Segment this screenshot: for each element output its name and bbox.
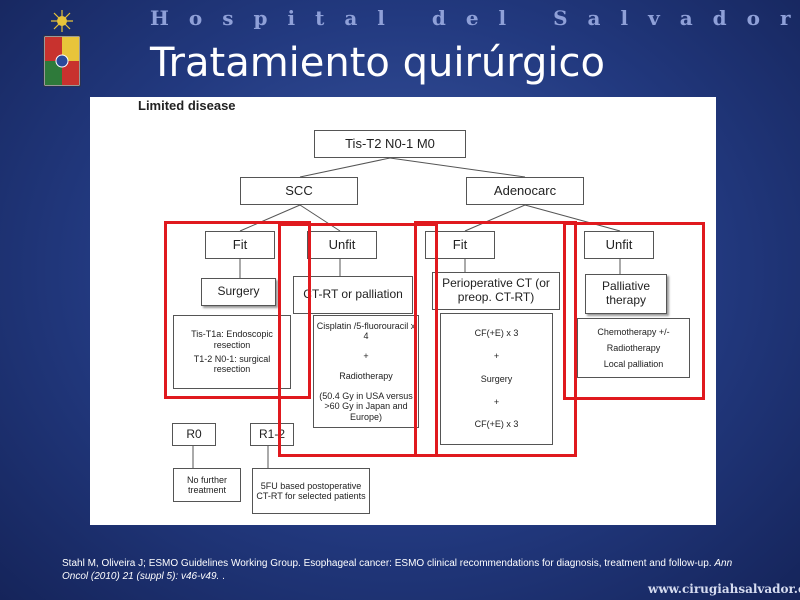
highlight-frame-adeno-fit bbox=[414, 221, 577, 457]
palliative-detail-line: Chemotherapy +/- bbox=[597, 326, 670, 337]
highlight-frame-scc-unfit bbox=[278, 223, 438, 457]
periop-detail-line: + bbox=[493, 396, 500, 407]
periop-detail-line: CF(+E) x 3 bbox=[474, 328, 519, 339]
periop-detail-box: CF(+E) x 3 + Surgery + CF(+E) x 3 bbox=[440, 313, 553, 445]
citation-text: Stahl M, Oliveira J; ESMO Guidelines Wor… bbox=[62, 558, 712, 569]
institution-name: Hospital del Salvador bbox=[150, 6, 800, 30]
surgery-detail-line: Tis-T1a: Endoscopic resection bbox=[191, 329, 273, 350]
ctrt-detail-line: Radiotherapy bbox=[339, 371, 393, 382]
palliative-detail-box: Chemotherapy +/- Radiotherapy Local pall… bbox=[577, 318, 690, 378]
palliative-box: Palliative therapy bbox=[585, 274, 667, 314]
ctrt-detail-line: (50.4 Gy in USA versus >60 Gy in Japan a… bbox=[319, 391, 413, 422]
diagram-heading: Limited disease bbox=[138, 98, 236, 113]
no-further-treatment-box: No further treatment bbox=[173, 468, 241, 502]
ctrt-box: CT-RT or palliation bbox=[293, 276, 413, 314]
highlight-frame-scc-fit bbox=[164, 221, 311, 399]
periop-detail-line: Surgery bbox=[480, 373, 513, 384]
ctrt-detail-line: Cisplatin /5-fluorouracil x 4 bbox=[316, 320, 416, 342]
5fu-postoperative-box: 5FU based postoperative CT-RT for select… bbox=[252, 468, 370, 514]
scc-fit-box: Fit bbox=[205, 231, 275, 259]
citation-tail: . bbox=[219, 571, 225, 582]
scc-unfit-box: Unfit bbox=[307, 231, 377, 259]
r0-box: R0 bbox=[172, 423, 216, 446]
periop-box: Perioperative CT (or preop. CT-RT) bbox=[432, 272, 560, 310]
surgery-detail-line: T1-2 N0-1: surgical resection bbox=[193, 354, 271, 375]
ctrt-detail-line: + bbox=[363, 351, 369, 362]
citation-reference: Stahl M, Oliveira J; ESMO Guidelines Wor… bbox=[62, 557, 742, 583]
website-url: www.cirugiahsalvador.cl bbox=[648, 582, 800, 596]
adeno-unfit-box: Unfit bbox=[584, 231, 654, 259]
slide-title: Tratamiento quirúrgico bbox=[150, 40, 605, 86]
periop-detail-line: CF(+E) x 3 bbox=[474, 419, 519, 430]
highlight-frame-adeno-unfit bbox=[563, 222, 705, 400]
ctrt-detail-box: Cisplatin /5-fluorouracil x 4 + Radiothe… bbox=[313, 315, 419, 428]
palliative-detail-line: Radiotherapy bbox=[606, 342, 661, 353]
surgery-detail-box: Tis-T1a: Endoscopic resection T1-2 N0-1:… bbox=[173, 315, 291, 389]
coat-of-arms-logo bbox=[43, 10, 81, 87]
scc-box: SCC bbox=[240, 177, 358, 205]
surgery-box: Surgery bbox=[201, 278, 276, 306]
periop-detail-line: + bbox=[493, 351, 500, 362]
palliative-detail-line: Local palliation bbox=[603, 358, 664, 369]
adenocarc-box: Adenocarc bbox=[466, 177, 584, 205]
root-stage-box: Tis-T2 N0-1 M0 bbox=[314, 130, 466, 158]
citation-journal: Ann Oncol (2010) 21 (suppl 5): v46-v49. bbox=[62, 558, 733, 582]
